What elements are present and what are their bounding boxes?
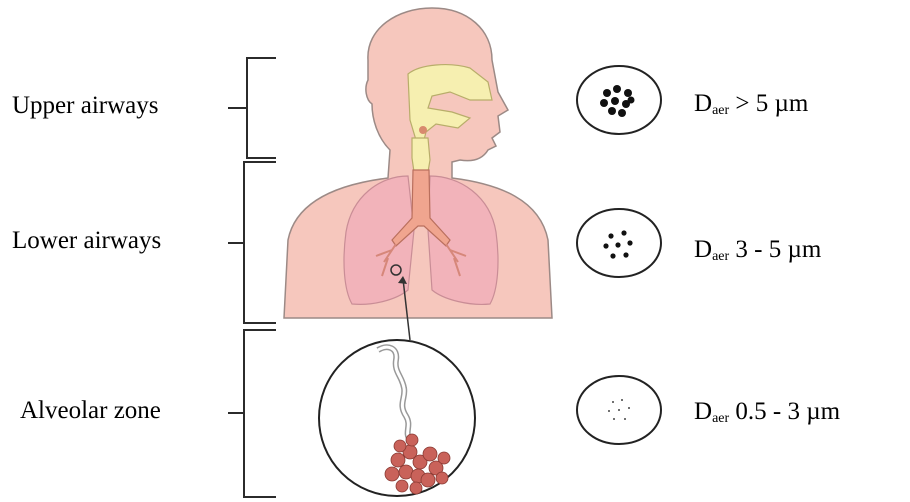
particles-small — [577, 376, 661, 444]
size-symbol: D — [694, 398, 712, 425]
bracket-upper — [228, 58, 276, 158]
size-label-alveolar: Daer 0.5 - 3 µm — [694, 398, 840, 427]
bracket-lower — [228, 162, 276, 323]
size-range: 0.5 - 3 µm — [729, 398, 840, 425]
human-body — [284, 8, 552, 340]
size-label-upper: Daer > 5 µm — [694, 90, 808, 119]
zone-label-lower: Lower airways — [12, 227, 161, 255]
particles-medium — [577, 209, 661, 277]
pharynx — [412, 138, 430, 172]
size-label-lower: Daer 3 - 5 µm — [694, 236, 821, 265]
size-subscript: aer — [712, 249, 729, 264]
size-symbol: D — [694, 90, 712, 117]
size-range: > 5 µm — [729, 90, 808, 117]
size-subscript: aer — [712, 411, 729, 426]
epiglottis — [419, 126, 427, 134]
size-range: 3 - 5 µm — [729, 236, 821, 263]
alveolar-magnification — [319, 340, 475, 496]
size-subscript: aer — [712, 103, 729, 118]
zone-label-alveolar: Alveolar zone — [20, 397, 161, 425]
zone-label-upper: Upper airways — [12, 92, 158, 120]
bracket-alveolar — [228, 330, 276, 497]
particles-large — [577, 66, 661, 134]
size-symbol: D — [694, 236, 712, 263]
